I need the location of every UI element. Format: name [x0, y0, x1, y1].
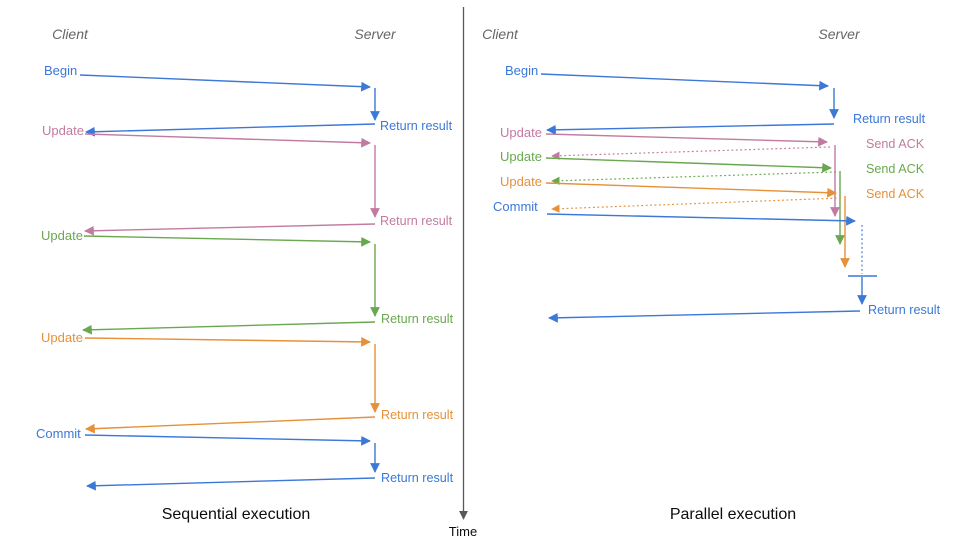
par-commit-request-line [546, 213, 856, 226]
seq-message-update-3: Update Return result [41, 330, 454, 434]
client-lifeline-header: Client [52, 26, 89, 42]
server-lifeline-header: Server [818, 26, 861, 42]
seq-update3-request-line [84, 336, 371, 347]
par-update3-ack-label: Send ACK [866, 187, 925, 201]
par-begin-response-line [546, 123, 835, 135]
parallel-panel-title: Parallel execution [670, 506, 796, 523]
seq-commit-request-label: Commit [36, 426, 81, 441]
par-message-commit: Commit Return result [493, 199, 941, 323]
time-axis: Time [449, 7, 477, 539]
seq-begin-response-line [85, 123, 376, 137]
sequential-panel-title: Sequential execution [162, 506, 311, 523]
par-commit-response-label: Return result [868, 303, 941, 317]
seq-commit-request-line [84, 434, 371, 446]
seq-message-begin: Begin Return result [44, 63, 453, 137]
par-update2-ack-label: Send ACK [866, 162, 925, 176]
seq-update1-request-line [84, 133, 371, 148]
par-commit-request-label: Commit [493, 199, 538, 214]
seq-update1-request-label: Update [42, 123, 84, 138]
par-update3-request-label: Update [500, 174, 542, 189]
par-begin-request-line [540, 73, 829, 91]
par-update1-request-label: Update [500, 125, 542, 140]
seq-update3-response-label: Return result [381, 408, 454, 422]
seq-message-update-2: Update Return result [41, 228, 454, 335]
par-update3-request-line [545, 182, 837, 198]
par-update2-ack-dotted-line [551, 171, 837, 185]
sequential-panel: Client Server Begin Return result Update… [36, 26, 454, 523]
seq-message-update-1: Update Return result [42, 123, 453, 236]
par-message-update-3: Update Send ACK [500, 174, 925, 268]
seq-update2-request-label: Update [41, 228, 83, 243]
time-axis-label: Time [449, 524, 477, 539]
seq-update2-response-label: Return result [381, 312, 454, 326]
par-message-begin: Begin Return result [505, 63, 926, 135]
seq-update1-response-label: Return result [380, 214, 453, 228]
seq-update3-response-line [85, 416, 376, 434]
par-commit-response-line [548, 310, 861, 323]
par-begin-request-label: Begin [505, 63, 538, 78]
par-message-update-2: Update Send ACK [500, 149, 925, 245]
seq-message-commit: Commit Return result [36, 426, 454, 491]
seq-begin-request-label: Begin [44, 63, 77, 78]
parallel-panel: Client Server Begin Return result Update… [482, 26, 940, 523]
seq-update1-response-line [84, 223, 376, 236]
seq-begin-response-label: Return result [380, 119, 453, 133]
client-lifeline-header: Client [482, 26, 519, 42]
server-lifeline-header: Server [354, 26, 397, 42]
par-update1-ack-dotted-line [551, 146, 831, 160]
seq-commit-response-line [86, 477, 376, 491]
seq-commit-response-label: Return result [381, 471, 454, 485]
seq-begin-request-line [79, 74, 371, 92]
par-begin-response-label: Return result [853, 112, 926, 126]
par-message-update-1: Update Send ACK [500, 125, 925, 217]
par-update1-request-line [545, 133, 828, 147]
seq-update3-request-label: Update [41, 330, 83, 345]
par-update3-ack-dotted-line [551, 197, 842, 213]
par-update1-ack-label: Send ACK [866, 137, 925, 151]
par-update2-request-label: Update [500, 149, 542, 164]
par-update2-request-line [545, 157, 832, 173]
seq-update2-response-line [82, 321, 376, 335]
seq-update2-request-line [83, 235, 371, 247]
